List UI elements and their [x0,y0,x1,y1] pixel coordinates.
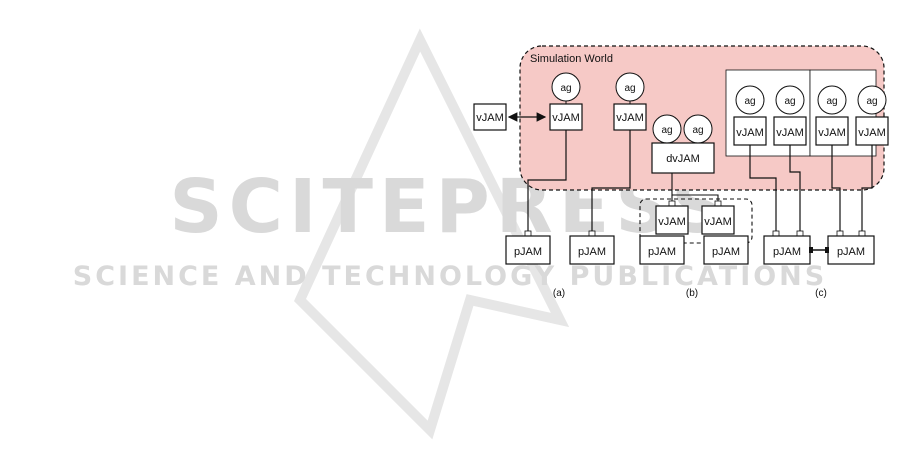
vjam-label: vJAM [552,112,580,124]
vjam-label: vJAM [776,127,804,139]
agent-label: ag [692,125,703,136]
port [797,231,803,236]
vjam-label: vJAM [658,216,686,228]
pjam-label: pJAM [773,246,801,258]
agent-label: ag [661,125,672,136]
port [837,231,843,236]
vjam-label: vJAM [818,127,846,139]
vjam-label: vJAM [616,112,644,124]
pjam-label: pJAM [648,246,676,258]
panel-label-a: (a) [553,288,565,299]
agent-label: ag [624,83,635,94]
port [715,201,721,206]
agent-label: ag [560,83,571,94]
port [859,231,865,236]
vjam-label: vJAM [736,127,764,139]
panel-label-b: (b) [686,288,698,299]
pjam-label: pJAM [514,246,542,258]
pjam-label: pJAM [578,246,606,258]
vjam-label: vJAM [858,127,886,139]
watermark-small-text: SCIENCE AND TECHNOLOGY PUBLICATIONS [73,261,827,292]
dvjam-label: dvJAM [666,153,700,165]
external-vjam-label: vJAM [476,112,504,124]
vjam-label: vJAM [704,216,732,228]
pjam-label: pJAM [712,246,740,258]
port [669,201,675,206]
port [589,231,595,236]
port [525,231,531,236]
agent-label: ag [826,96,837,107]
agent-label: ag [744,96,755,107]
panel-label-c: (c) [815,288,827,299]
agent-label: ag [866,96,877,107]
port [773,231,779,236]
simulation-world-label: Simulation World [530,53,613,65]
agent-label: ag [784,96,795,107]
pjam-label: pJAM [837,246,865,258]
